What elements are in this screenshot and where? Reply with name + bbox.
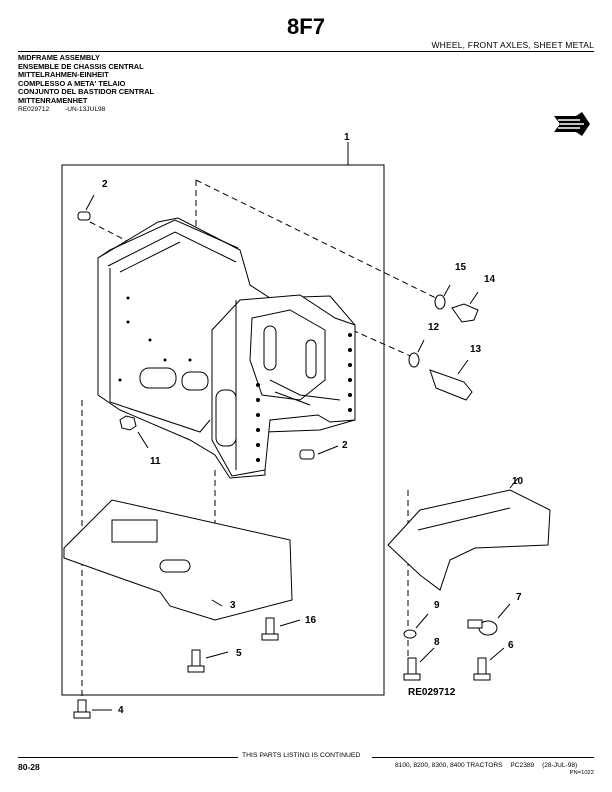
bolt-4 bbox=[73, 699, 112, 719]
callout-10: 10 bbox=[512, 476, 524, 487]
figure-label: RE029712 bbox=[408, 687, 456, 698]
bolt-14 bbox=[451, 291, 479, 323]
title-french: ENSEMBLE DE CHASSIS CENTRAL bbox=[18, 61, 144, 71]
callout-14: 14 bbox=[484, 274, 496, 285]
title-spanish: CONJUNTO DEL BASTIDOR CENTRAL bbox=[18, 87, 155, 97]
bolt-6 bbox=[473, 647, 505, 681]
assembly-titles: MIDFRAME ASSEMBLY ENSEMBLE DE CHASSIS CE… bbox=[18, 53, 155, 106]
pin-right bbox=[299, 445, 339, 460]
header-rule bbox=[18, 51, 594, 52]
bolt-5 bbox=[187, 649, 229, 673]
callout-1: 1 bbox=[344, 132, 350, 143]
bolt-16 bbox=[261, 617, 301, 641]
footer-rule-right bbox=[372, 757, 594, 758]
callout-6: 6 bbox=[508, 640, 514, 651]
page-code: 8F7 bbox=[287, 14, 325, 39]
washer-15 bbox=[434, 284, 451, 310]
callout-2-top: 2 bbox=[102, 179, 108, 190]
shield-10 bbox=[387, 477, 551, 591]
callout-11: 11 bbox=[150, 456, 161, 467]
pin-top bbox=[77, 194, 95, 221]
title-italian: COMPLESSO A META' TELAIO bbox=[18, 78, 126, 88]
title-swedish: MITTENRAMENHET bbox=[18, 95, 88, 105]
callout-3: 3 bbox=[230, 600, 236, 611]
bolt-13 bbox=[429, 359, 473, 401]
midframe-casting bbox=[97, 217, 356, 479]
pn-number: PN=1022 bbox=[569, 770, 594, 776]
section-title: WHEEL, FRONT AXLES, SHEET METAL bbox=[431, 40, 594, 50]
reference-line: RE029712 -UN-13JUL98 bbox=[18, 106, 119, 113]
callout-9: 9 bbox=[434, 600, 440, 611]
catalog-date: (28-JUL-98) bbox=[542, 762, 578, 769]
catalog-number: PC2389 bbox=[510, 762, 535, 769]
callout-5: 5 bbox=[236, 648, 242, 659]
image-id: RE029712 bbox=[18, 106, 50, 113]
footer-rule-left bbox=[18, 757, 238, 758]
clamp-7 bbox=[467, 603, 511, 636]
callout-7: 7 bbox=[516, 592, 522, 603]
plate-3 bbox=[63, 499, 293, 621]
washer-12 bbox=[408, 339, 425, 368]
tractor-models: 8100, 8200, 8300, 8400 TRACTORS bbox=[395, 762, 503, 769]
callout-8: 8 bbox=[434, 637, 440, 648]
callout-2-right: 2 bbox=[342, 440, 348, 451]
callout-12: 12 bbox=[428, 322, 440, 333]
continued-notice: THIS PARTS LISTING IS CONTINUED bbox=[242, 752, 361, 759]
illustration-code: -UN-13JUL98 bbox=[65, 106, 106, 113]
callout-13: 13 bbox=[470, 344, 482, 355]
direction-arrow-icon bbox=[554, 112, 590, 136]
title-english: MIDFRAME ASSEMBLY bbox=[18, 53, 100, 62]
callout-15: 15 bbox=[455, 262, 467, 273]
washer-9 bbox=[403, 613, 429, 639]
assembly-boundary bbox=[61, 164, 385, 696]
page-number: 80-28 bbox=[18, 762, 40, 772]
bolt-8 bbox=[403, 647, 435, 681]
nut-11 bbox=[119, 415, 149, 449]
footer-models-line: 8100, 8200, 8300, 8400 TRACTORS PC2389 (… bbox=[395, 762, 583, 769]
title-german: MITTELRAHMEN-EINHEIT bbox=[18, 70, 109, 80]
callout-16: 16 bbox=[305, 615, 317, 626]
callout-4: 4 bbox=[118, 705, 124, 716]
